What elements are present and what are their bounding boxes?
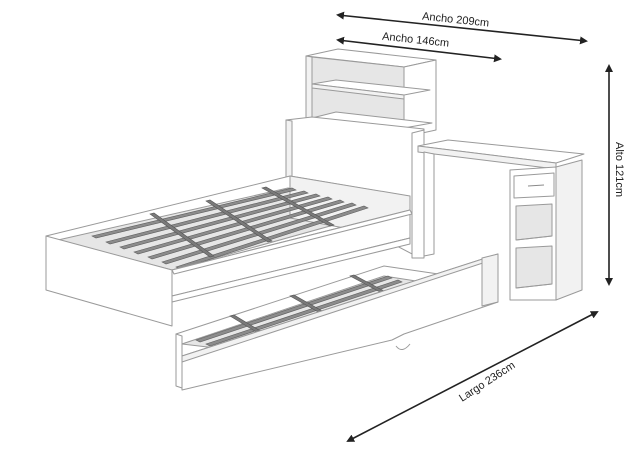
- main-bed: [45, 175, 413, 327]
- height-dimension: Alto 121cm: [605, 64, 625, 286]
- desk: [417, 139, 585, 301]
- trundle-bed: [175, 253, 499, 391]
- bed-slats: [91, 186, 369, 270]
- height-label: Alto 121cm: [613, 142, 625, 197]
- total-width-dimension: Ancho 209cm: [336, 11, 588, 45]
- length-label: Largo 236cm: [457, 359, 517, 404]
